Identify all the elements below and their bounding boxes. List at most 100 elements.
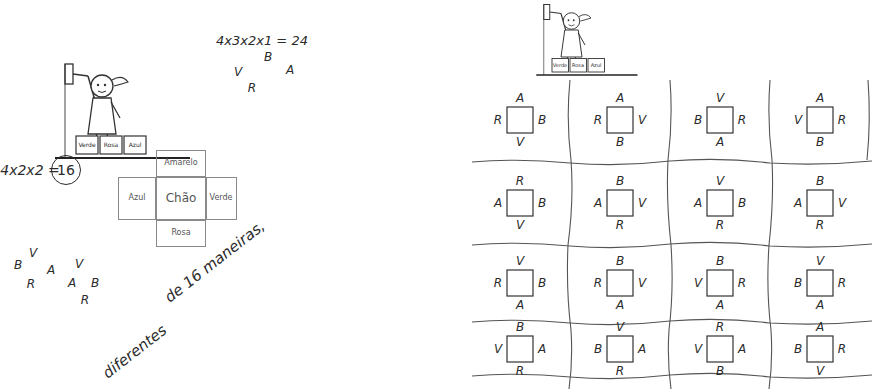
handwritten-note: A <box>68 277 76 289</box>
handwritten-note: B <box>538 114 546 126</box>
handwritten-note: diferentes <box>100 323 169 382</box>
handwritten-note: A <box>47 264 55 276</box>
handwritten-note: R <box>27 278 35 290</box>
handwritten-note: B <box>616 175 624 187</box>
handwritten-note: V <box>838 197 846 209</box>
handwritten-note: 4x2x2 = <box>0 163 59 177</box>
painter-illustration <box>55 64 190 158</box>
handwritten-note: A <box>286 64 294 76</box>
handwritten-note: V <box>516 136 524 148</box>
handwritten-note: R <box>516 175 524 187</box>
node-text: Rosa <box>171 229 190 237</box>
handwritten-note: V <box>794 114 802 126</box>
handwritten-note: R <box>716 219 724 231</box>
handwritten-note: A <box>538 343 546 355</box>
handwritten-note: R <box>494 114 502 126</box>
handwritten-note: A <box>716 136 724 148</box>
handwritten-note: R <box>738 277 746 289</box>
paint-can-label: Verde <box>553 63 567 68</box>
handwritten-note: B <box>538 277 546 289</box>
handwritten-note: V <box>516 255 524 267</box>
paint-can-label: Rosa <box>572 63 584 68</box>
handwritten-note: R <box>594 114 602 126</box>
handwritten-note: B <box>816 175 824 187</box>
handwritten-note: R <box>81 294 89 306</box>
handwritten-note: R <box>838 277 846 289</box>
handwritten-note: V <box>716 92 724 104</box>
paint-can-label: Azul <box>591 63 602 68</box>
grid-lines <box>472 80 872 389</box>
handwritten-note: V <box>638 197 646 209</box>
handwritten-note: A <box>638 343 646 355</box>
handwritten-note: R <box>594 277 602 289</box>
handwritten-note: A <box>738 343 746 355</box>
handwritten-note: B <box>816 136 824 148</box>
handwritten-note: R <box>248 82 256 94</box>
handwritten-note: A <box>694 197 702 209</box>
handwritten-note: B <box>516 321 524 333</box>
handwritten-note: V <box>694 343 702 355</box>
node-text: Verde <box>210 194 233 202</box>
handwritten-note: A <box>716 299 724 311</box>
color-cell: Azul <box>118 177 156 220</box>
handwritten-note: R <box>816 219 824 231</box>
handwritten-note: B <box>616 136 624 148</box>
handwritten-note: A <box>516 92 524 104</box>
handwritten-note: 4x3x2x1 = 24 <box>216 34 308 47</box>
handwritten-note: B <box>264 51 272 63</box>
handwritten-note: V <box>816 365 824 377</box>
paint-can-label: Azul <box>129 142 142 148</box>
handwritten-note: A <box>494 197 502 209</box>
handwritten-note: V <box>638 277 646 289</box>
handwritten-note: A <box>816 321 824 333</box>
handwritten-note: B <box>91 277 99 289</box>
handwritten-note: V <box>638 114 646 126</box>
handwritten-note: B <box>794 343 802 355</box>
handwritten-note: R <box>494 277 502 289</box>
handwritten-note: R <box>838 114 846 126</box>
handwritten-note: A <box>816 299 824 311</box>
handwritten-note: R <box>716 321 724 333</box>
handwritten-note: V <box>516 219 524 231</box>
handwritten-note: A <box>594 197 602 209</box>
handwritten-note: B <box>14 259 22 271</box>
handwritten-note: R <box>838 343 846 355</box>
color-cell: Amarelo <box>156 150 206 177</box>
handwritten-note: V <box>716 175 724 187</box>
painter-illustration <box>536 5 637 76</box>
handwritten-note: A <box>616 299 624 311</box>
sample-squares <box>507 107 833 362</box>
handwritten-note: A <box>816 92 824 104</box>
handwritten-note: B <box>738 197 746 209</box>
handwritten-note: R <box>616 219 624 231</box>
handwritten-note: V <box>816 255 824 267</box>
handwritten-note: B <box>594 343 602 355</box>
color-cell: Verde <box>206 177 237 220</box>
handwritten-note: V <box>494 343 502 355</box>
node-text: Azul <box>129 194 146 202</box>
handwritten-note: V <box>75 258 83 270</box>
handwritten-note: A <box>794 197 802 209</box>
handwritten-note: A <box>516 299 524 311</box>
handwritten-note: B <box>694 114 702 126</box>
paint-can-label: Rosa <box>104 142 118 148</box>
handwritten-note: B <box>616 255 624 267</box>
node-text: 16 <box>57 163 75 178</box>
handwritten-note: V <box>29 247 37 259</box>
paint-can-label: Verde <box>78 142 95 148</box>
handwritten-note: A <box>616 92 624 104</box>
handwritten-note: R <box>616 365 624 377</box>
handwritten-note: R <box>516 365 524 377</box>
handwritten-note: B <box>716 255 724 267</box>
handwritten-note: V <box>234 66 242 78</box>
handwritten-note: R <box>738 114 746 126</box>
handwritten-note: V <box>694 277 702 289</box>
color-cell: Rosa <box>156 220 206 247</box>
node-text: Amarelo <box>164 159 197 167</box>
handwritten-note: B <box>538 197 546 209</box>
floor-cell: Chão <box>156 177 206 220</box>
handwritten-note: V <box>616 321 624 333</box>
handwritten-note: B <box>716 365 724 377</box>
handwritten-note: B <box>794 277 802 289</box>
